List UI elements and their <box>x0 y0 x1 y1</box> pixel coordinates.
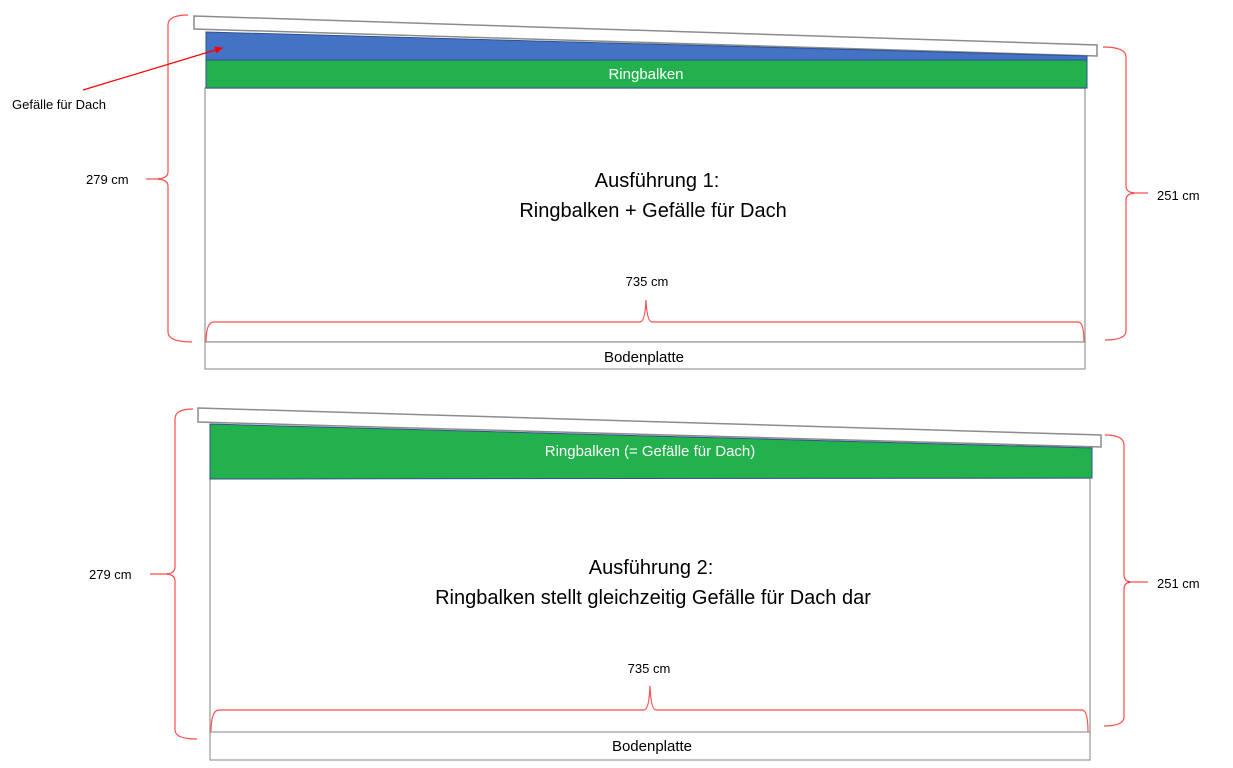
roof-slab <box>197 407 1102 448</box>
height-left-label: 279 cm <box>89 567 132 582</box>
variant-1: Ringbalken Gefälle für Dach Ausführung 1… <box>12 14 1200 370</box>
height-bracket-right <box>1102 46 1135 341</box>
variant-title-line2: Ringbalken stellt gleichzeitig Gefälle f… <box>435 587 871 609</box>
width-label: 735 cm <box>626 274 669 289</box>
variant-2: Ringbalken (= Gefälle für Dach) Ausführu… <box>89 407 1200 761</box>
variant-title-line1: Ausführung 2: <box>589 557 714 579</box>
width-bracket <box>210 685 1089 733</box>
height-bracket-left <box>157 14 193 343</box>
ringbalken-bar <box>205 59 1088 89</box>
roof-slab <box>193 15 1098 57</box>
height-right-label: 251 cm <box>1157 188 1200 203</box>
width-bracket <box>205 299 1085 343</box>
bodenplatte-label: Bodenplatte <box>612 738 692 755</box>
gefaelle-callout-label: Gefälle für Dach <box>12 97 106 112</box>
variant-title-line1: Ausführung 1: <box>595 170 720 192</box>
variant-title-line2: Ringbalken + Gefälle für Dach <box>519 200 786 222</box>
bodenplatte <box>209 731 1091 761</box>
width-label: 735 cm <box>628 661 671 676</box>
height-bracket-left <box>166 408 198 740</box>
bodenplatte-label: Bodenplatte <box>604 349 684 366</box>
ringbalken-wedge <box>209 423 1093 480</box>
height-right-label: 251 cm <box>1157 576 1200 591</box>
wall-outline <box>204 87 1086 343</box>
ringbalken-label: Ringbalken <box>608 66 683 83</box>
height-left-label: 279 cm <box>86 172 129 187</box>
bodenplatte <box>204 341 1086 370</box>
gefaelle-callout-arrow <box>82 46 224 91</box>
ringbalken-label: Ringbalken (= Gefälle für Dach) <box>545 443 756 460</box>
height-bracket-right <box>1103 434 1131 727</box>
